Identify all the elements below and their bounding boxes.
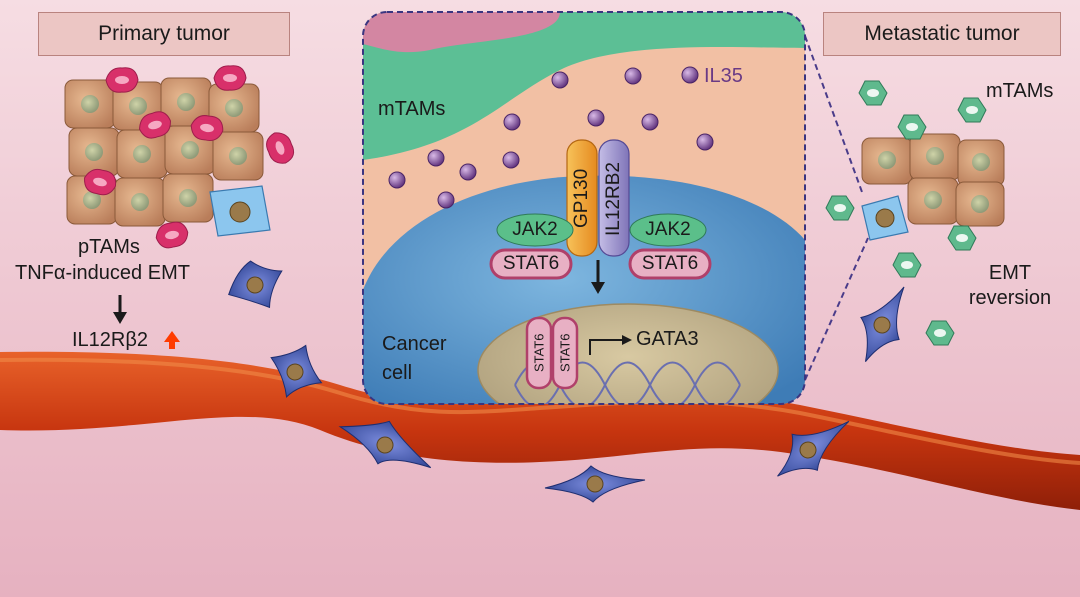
jak2-left-shape [496, 213, 574, 247]
cancer-cell-label: Cancer cell [382, 333, 446, 385]
emt-label-alpha: α [53, 262, 66, 284]
stat6-dimer-a-shape [525, 316, 553, 390]
il35-molecules [388, 66, 714, 209]
cancer-cell-line1: Cancer [382, 333, 447, 355]
stat6-left-shape [489, 248, 573, 280]
emt-label-suffix: -induced EMT [65, 262, 190, 284]
il12rb2-receptor [598, 139, 630, 257]
transcription-arrow [589, 339, 625, 355]
il12rb2-primary-label: IL12Rβ2 [72, 329, 148, 351]
il35-label: IL35 [704, 65, 743, 87]
migrating-cancer-cells [228, 260, 905, 503]
ptam-cells [84, 65, 295, 249]
mtams-metastatic-label: mTAMs [986, 80, 1054, 102]
jak2-right-shape [629, 213, 707, 247]
zoom-line-bottom [804, 237, 869, 381]
cancer-cell-line2: cell [382, 362, 413, 384]
stat6-left-label: STAT6 [502, 253, 560, 274]
emt-label: TNFα-induced EMT [15, 262, 190, 285]
ptams-label: pTAMs [78, 236, 140, 258]
zoom-line-top [804, 35, 863, 193]
mtam-region [363, 12, 805, 160]
primary-tumor-cluster [64, 65, 295, 249]
stat6-right-label: STAT6 [641, 253, 699, 274]
emt-label-prefix: TNF [15, 262, 54, 284]
gata3-label: GATA3 [636, 328, 699, 350]
stat6-dimer-a-label: STAT6 [531, 333, 547, 373]
primary-tumor-title-text: Primary tumor [98, 22, 230, 45]
gp130-label: GP130 [571, 168, 592, 228]
blood-vessel [0, 351, 1080, 510]
mtam-cells [825, 80, 987, 346]
inset-border [362, 11, 806, 405]
emt-reversion-label: EMT reversion [960, 262, 1060, 310]
jak2-right-label: JAK2 [645, 219, 691, 240]
stat6-dimer-b-shape [551, 316, 579, 390]
signaling-inset [362, 11, 806, 405]
primary-tumor-title: Primary tumor [38, 12, 290, 56]
mtams-inset-label: mTAMs [378, 98, 446, 120]
emt-reversion-line1: EMT [988, 262, 1032, 284]
jak2-left-label: JAK2 [512, 219, 558, 240]
gp130-receptor [566, 139, 598, 257]
il12rb2-label: IL12RB2 [603, 162, 624, 236]
signal-arrow-head [591, 282, 605, 294]
blood-vessel-highlight [0, 357, 1080, 465]
upregulation-arrow-icon [164, 331, 180, 349]
metastatic-tumor-title-text: Metastatic tumor [864, 22, 1020, 45]
emt-reversion-line2: reversion [968, 287, 1052, 309]
stat6-right-shape [628, 248, 712, 280]
stat6-dimer-b-label: STAT6 [557, 333, 573, 373]
tumor-cells [64, 77, 271, 237]
metastatic-tumor-cluster [825, 80, 1005, 346]
metastatic-tumor-title: Metastatic tumor [823, 12, 1061, 56]
